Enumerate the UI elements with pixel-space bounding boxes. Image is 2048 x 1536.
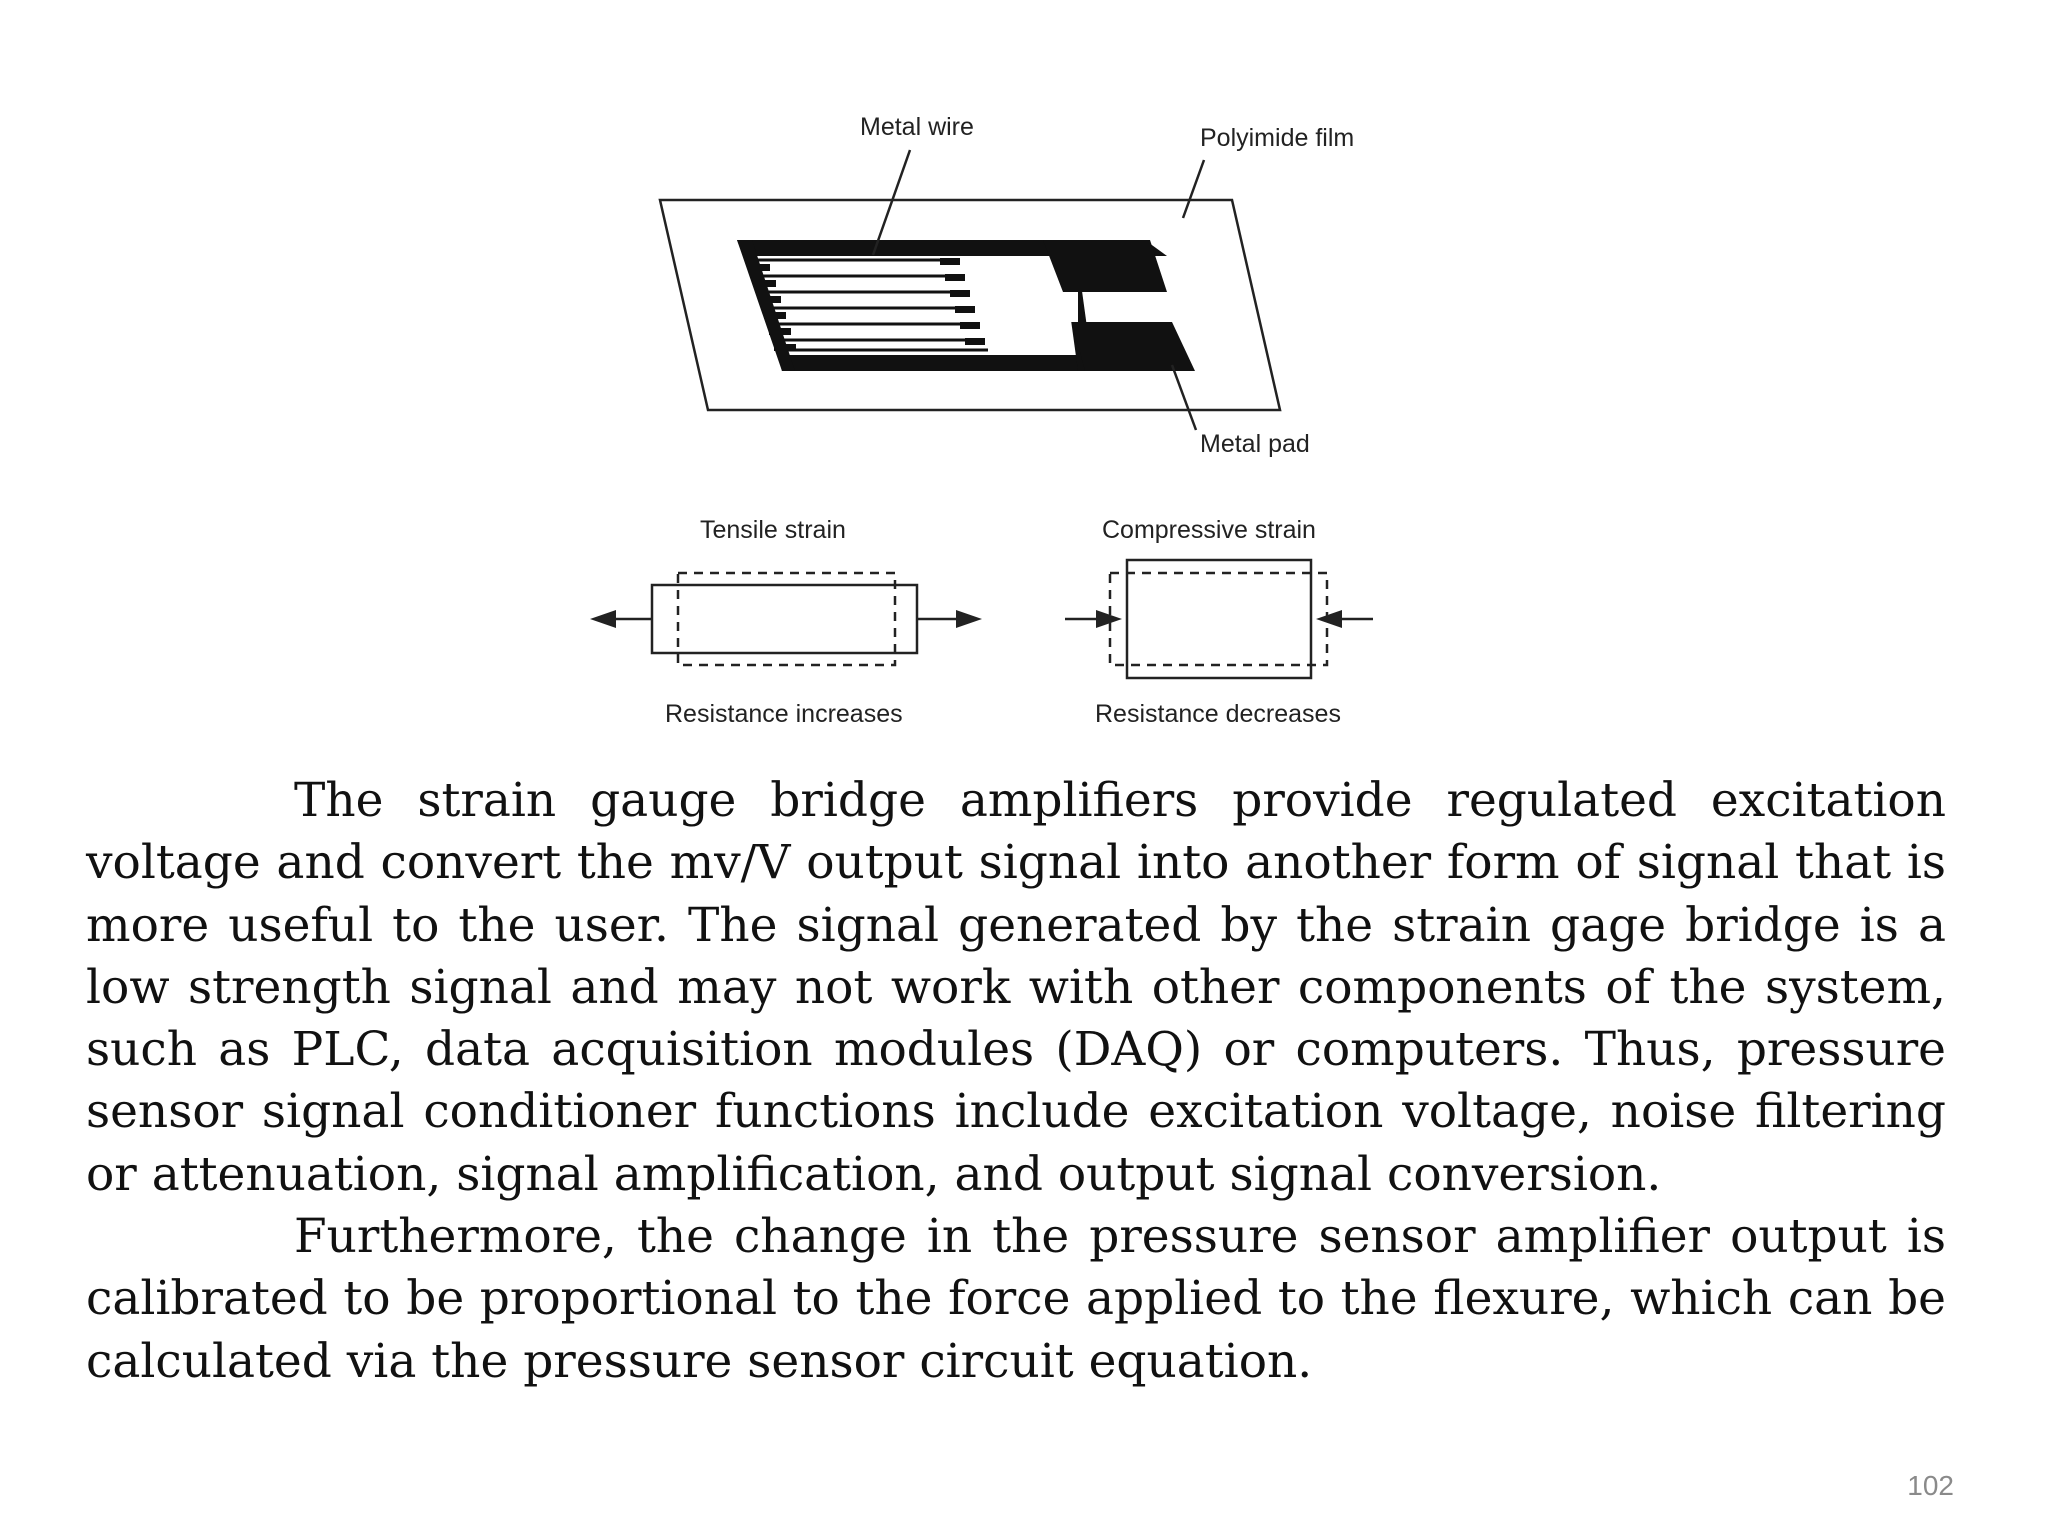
label-polyimide-film: Polyimide film <box>1200 124 1354 152</box>
tensile-original-shape <box>676 571 897 667</box>
compressive-strained-shape <box>1125 558 1313 680</box>
paragraph-2: Furthermore, the change in the pressure … <box>86 1209 1946 1389</box>
leader-polyimide-film <box>1181 159 1206 219</box>
body-text: The strain gauge bridge amplifiers provi… <box>86 770 1946 1393</box>
tensile-strain-caption: Resistance increases <box>665 700 903 728</box>
polyimide-film <box>658 198 1282 412</box>
wire-tab <box>759 296 781 303</box>
wire-bottom-strip <box>778 355 1083 371</box>
tensile-strain-diagram: Tensile strain Resistance increases <box>590 516 982 728</box>
tensile-strain-title: Tensile strain <box>700 516 846 544</box>
label-metal-pad: Metal pad <box>1200 430 1310 458</box>
pad-gap <box>1038 292 1078 322</box>
leader-metal-pad <box>1170 364 1198 431</box>
compressive-original-shape <box>1108 571 1329 667</box>
page-number: 102 <box>1907 1470 1954 1501</box>
wire-tab <box>769 328 791 335</box>
paragraph-1: The strain gauge bridge amplifiers provi… <box>86 773 1946 1202</box>
metal-pad-bottom <box>1072 322 1195 371</box>
leader-metal-wire <box>871 149 912 256</box>
arrow-right-icon <box>1096 610 1122 628</box>
arrow-left-icon <box>590 610 616 628</box>
wire-serpentine-lines <box>748 258 988 352</box>
compressive-strain-caption: Resistance decreases <box>1095 700 1341 728</box>
tensile-strained-shape <box>650 583 919 655</box>
arrow-left-icon <box>1316 610 1342 628</box>
wire-left-end <box>737 240 795 371</box>
compressive-strain-title: Compressive strain <box>1102 516 1316 544</box>
wire-tab <box>764 312 786 319</box>
arrow-right-icon <box>956 610 982 628</box>
label-metal-wire: Metal wire <box>860 113 974 141</box>
wire-tab <box>754 280 776 287</box>
compressive-strain-diagram: Compressive strain Resistance decreases <box>1065 516 1373 728</box>
metal-pad-top <box>1043 240 1167 292</box>
wire-tab <box>748 264 770 271</box>
wire-tab <box>774 344 796 351</box>
strain-gauge-figure: Metal wire Polyimide film Metal pad Tens… <box>590 113 1373 728</box>
